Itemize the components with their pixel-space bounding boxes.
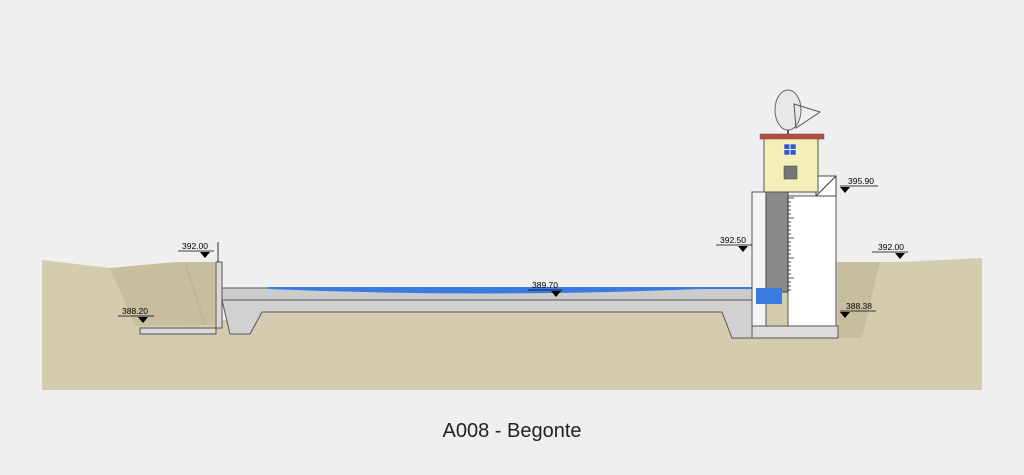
level-label-left-bottom: 388.20: [122, 306, 148, 316]
staff-gauge: [787, 197, 794, 292]
level-marker-right-top: 392.00: [872, 242, 908, 259]
level-label-left-top: 392.00: [182, 241, 208, 251]
stilling-well: [765, 191, 789, 293]
level-marker-tower-top: 395.90: [840, 176, 878, 193]
water-surface: [268, 287, 755, 294]
satellite-dish-icon: [774, 89, 822, 134]
level-label-gauge-wall: 392.50: [720, 235, 746, 245]
gauge-wall: [751, 191, 767, 339]
triangle-down-icon: [200, 252, 210, 258]
level-label-tower-top: 395.90: [848, 176, 874, 186]
hut-roof: [759, 133, 825, 140]
tower-body: [787, 195, 837, 327]
ground-soil: [42, 258, 982, 390]
diagram-caption: A008 - Begonte: [442, 420, 582, 442]
level-label-right-foundation: 388.38: [846, 301, 872, 311]
hut-box: [783, 165, 798, 180]
triangle-down-icon: [840, 187, 850, 193]
left-retaining-wall: [139, 261, 223, 335]
triangle-down-icon: [551, 291, 561, 297]
level-marker-water: 389.70: [528, 280, 562, 297]
right-excavation: [838, 262, 880, 338]
level-label-water: 389.70: [532, 280, 558, 290]
left-excavation: [110, 262, 215, 326]
level-marker-gauge-wall: 392.50: [716, 235, 752, 252]
level-marker-left-top: 392.00: [178, 241, 214, 258]
triangle-down-icon: [840, 312, 850, 318]
tower-foundation: [751, 325, 839, 339]
level-marker-right-foundation: 388.38: [840, 301, 876, 318]
triangle-down-icon: [895, 253, 905, 259]
triangle-down-icon: [738, 246, 748, 252]
level-label-right-top: 392.00: [878, 242, 904, 252]
triangle-down-icon: [138, 317, 148, 323]
level-marker-left-bottom: 388.20: [118, 306, 154, 323]
